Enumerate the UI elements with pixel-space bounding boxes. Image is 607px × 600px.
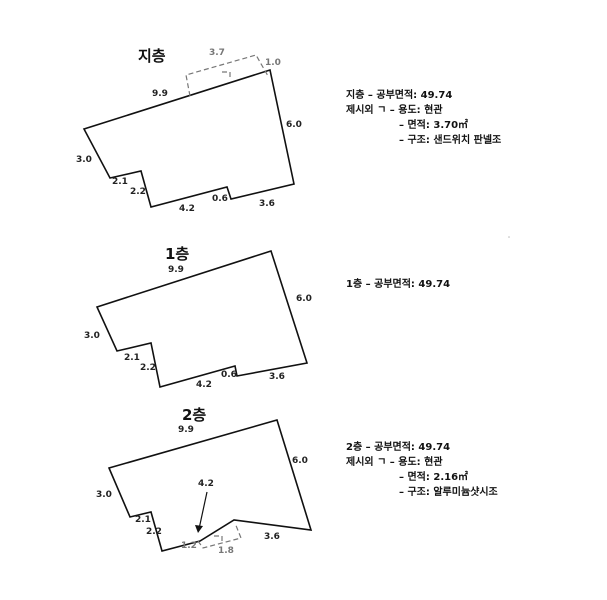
first-area-note: 1층 – 공부면적: 49.74 bbox=[346, 279, 451, 290]
floor-plan-basement: 지층 3.7 1.0 9.9 6.0 3.0 2.1 2.2 4.2 0.6 3… bbox=[76, 47, 302, 214]
second-outline bbox=[107, 419, 313, 552]
dim-top: 9.9 bbox=[152, 89, 168, 99]
dim-step-1: 2.1 bbox=[124, 353, 140, 363]
dim-right: 6.0 bbox=[296, 294, 312, 304]
dim-step-2: 2.2 bbox=[140, 363, 156, 373]
dim-bottom-1: 4.2 bbox=[179, 204, 195, 214]
second-annex-use: 제시외 ㄱ – 용도: 현관 bbox=[346, 457, 443, 468]
dim-left: 3.0 bbox=[96, 490, 112, 500]
annex-mark bbox=[222, 71, 231, 80]
dim-bottom-1: 4.2 bbox=[196, 380, 212, 390]
dim-top: 9.9 bbox=[178, 425, 194, 435]
dim-right: 6.0 bbox=[292, 456, 308, 466]
second-annex-area: – 면적: 2.16㎡ bbox=[399, 472, 469, 483]
second-annex-structure: – 구조: 알루미늄샷시조 bbox=[399, 487, 498, 498]
basement-title: 지층 bbox=[138, 47, 166, 65]
dim-top: 9.9 bbox=[168, 265, 184, 275]
basement-annex-use: 제시외 ㄱ – 용도: 현관 bbox=[346, 105, 443, 116]
annex-pointer-line bbox=[198, 491, 208, 530]
basement-annex-area: – 면적: 3.70㎡ bbox=[399, 120, 469, 131]
dim-annex-side: 1.0 bbox=[265, 58, 281, 68]
dim-annex-top: 3.7 bbox=[209, 48, 225, 58]
second-title: 2층 bbox=[182, 406, 206, 424]
dim-left: 3.0 bbox=[76, 155, 92, 165]
basement-area-note: 지층 – 공부면적: 49.74 bbox=[346, 90, 453, 101]
dim-annex-b: 1.8 bbox=[218, 546, 234, 556]
dim-bottom-3: 3.6 bbox=[264, 532, 280, 542]
first-title: 1층 bbox=[165, 245, 189, 263]
dim-step-1: 2.1 bbox=[135, 515, 151, 525]
dim-annex-pointer: 4.2 bbox=[198, 479, 214, 489]
dim-step-2: 2.2 bbox=[130, 187, 146, 197]
floor-plan-first: 1층 9.9 6.0 3.0 2.1 2.2 4.2 0.6 3.6 bbox=[84, 245, 312, 390]
dim-bottom-3: 3.6 bbox=[259, 199, 275, 209]
second-area-note: 2층 – 공부면적: 49.74 bbox=[346, 442, 451, 453]
annex-dashed-outline bbox=[197, 522, 242, 549]
dim-bottom-2: 0.6 bbox=[221, 370, 237, 380]
scan-speck bbox=[508, 236, 510, 238]
dim-step-2: 2.2 bbox=[146, 527, 162, 537]
dim-annex-a: 1.2 bbox=[181, 541, 197, 551]
annex-dashed-outline bbox=[185, 54, 269, 97]
dim-bottom-2: 0.6 bbox=[212, 194, 228, 204]
dim-right: 6.0 bbox=[286, 120, 302, 130]
annex-pointer-arrow bbox=[195, 525, 203, 533]
basement-annex-structure: – 구조: 샌드위치 판넬조 bbox=[399, 135, 502, 146]
annex-mark bbox=[214, 535, 223, 544]
first-outline bbox=[95, 249, 309, 389]
dim-step-1: 2.1 bbox=[112, 177, 128, 187]
dim-left: 3.0 bbox=[84, 331, 100, 341]
dim-bottom-3: 3.6 bbox=[269, 372, 285, 382]
floor-plan-second: 2층 9.9 6.0 3.0 2.1 2.2 4.2 1.2 1.8 3.6 bbox=[96, 406, 313, 556]
basement-outline bbox=[82, 68, 295, 208]
